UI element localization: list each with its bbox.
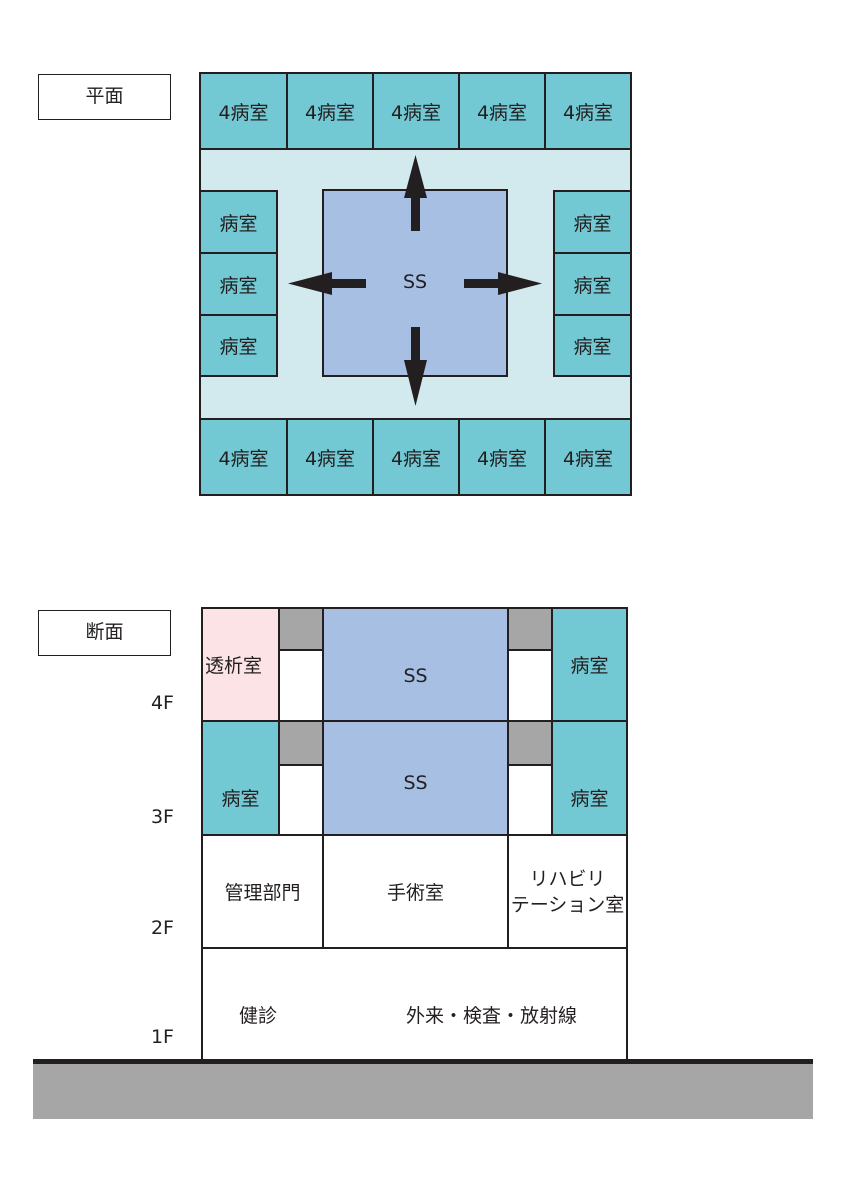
arrow-left-shaft <box>328 279 366 288</box>
ground-line <box>33 1059 813 1064</box>
staff-station-plan-label: SS <box>402 271 428 293</box>
arrow-right-head <box>498 272 542 295</box>
floor-label-4f: 4F <box>150 692 174 714</box>
ward-room-3f-left: 病室 <box>201 720 280 836</box>
arrow-left-head <box>288 272 332 295</box>
arrow-down-shaft <box>411 327 420 363</box>
ward-room-top-2: 4病室 <box>286 72 374 150</box>
arrow-down-head <box>404 360 427 406</box>
ward-room-bottom-2: 4病室 <box>286 418 374 496</box>
rehabilitation-label-line-2: テーション室 <box>510 893 625 916</box>
shaft-3f-right <box>507 764 553 836</box>
rehabilitation-label-line-1: リハビリ <box>529 867 606 890</box>
ward-room-bottom-3: 4病室 <box>372 418 460 496</box>
direction-arrows <box>288 155 542 406</box>
ward-room-top-3: 4病室 <box>372 72 460 150</box>
ground <box>33 1064 813 1119</box>
ward-room-bottom-4: 4病室 <box>458 418 546 496</box>
shaft-3f-left <box>278 764 324 836</box>
operating-room-2f: 手術室 <box>322 834 509 949</box>
ward-room-left-3: 病室 <box>199 314 278 377</box>
staff-station-4f: SS <box>322 607 509 722</box>
ward-room-4f-right: 病室 <box>551 607 628 722</box>
core-3f-left <box>278 720 324 766</box>
shaft-4f-left <box>278 649 324 722</box>
section-label: 断面 <box>38 610 171 656</box>
core-3f-right <box>507 720 553 766</box>
health-checkup-1f: 健診 <box>239 1005 278 1027</box>
ward-room-bottom-5: 4病室 <box>544 418 632 496</box>
ward-room-top-4: 4病室 <box>458 72 546 150</box>
plan-label: 平面 <box>38 74 171 120</box>
arrow-up-head <box>404 155 427 198</box>
ward-room-left-1: 病室 <box>199 190 278 254</box>
administration-2f: 管理部門 <box>201 834 324 949</box>
floor-1f <box>201 947 628 1063</box>
arrow-up-shaft <box>411 195 420 231</box>
floor-label-3f: 3F <box>150 806 174 828</box>
outpatient-exam-radiology-1f: 外来・検査・放射線 <box>406 1005 578 1027</box>
rehabilitation-room-2f: リハビリ テーション室 <box>507 834 628 949</box>
floor-label-2f: 2F <box>150 917 174 939</box>
dialysis-room-4f: 透析室 <box>201 607 280 722</box>
core-4f-left <box>278 607 324 651</box>
ward-room-3f-right: 病室 <box>551 720 628 836</box>
core-4f-right <box>507 607 553 651</box>
shaft-4f-right <box>507 649 553 722</box>
ward-room-right-3: 病室 <box>553 314 632 377</box>
ward-room-top-5: 4病室 <box>544 72 632 150</box>
ward-room-left-2: 病室 <box>199 252 278 316</box>
ward-room-bottom-1: 4病室 <box>199 418 288 496</box>
floor-label-1f: 1F <box>150 1026 174 1048</box>
staff-station-3f: SS <box>322 720 509 836</box>
arrow-right-shaft <box>464 279 502 288</box>
